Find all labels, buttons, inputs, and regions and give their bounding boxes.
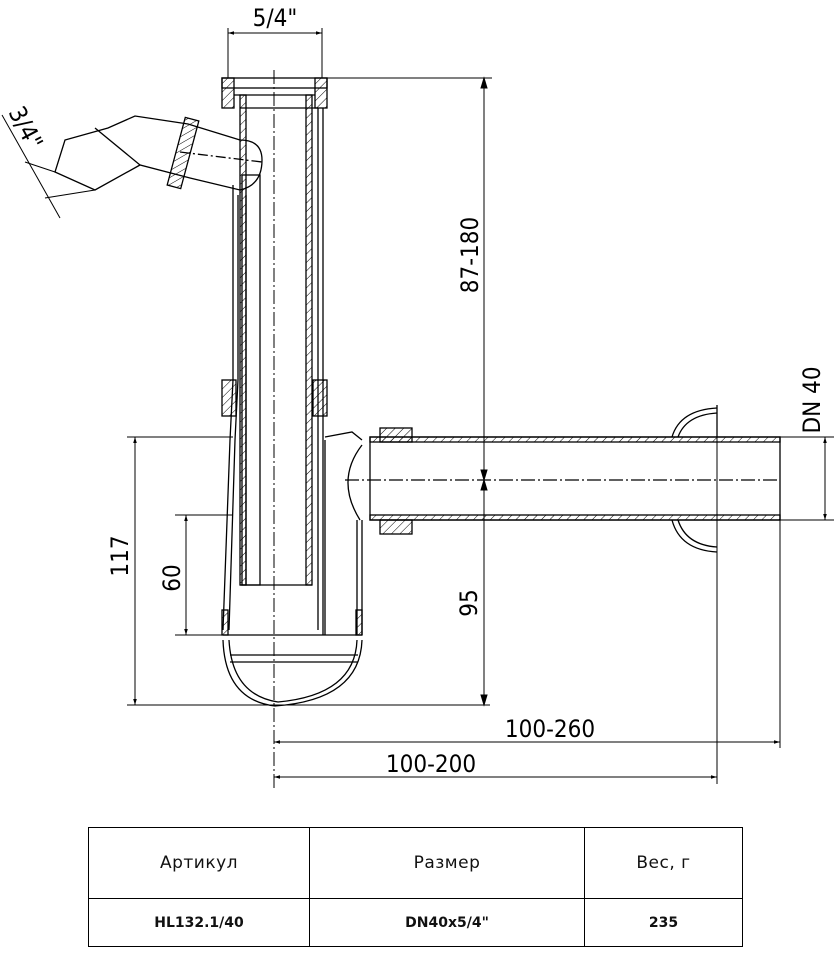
- table-header-row: Артикул Размер Вес, г: [88, 827, 743, 899]
- siphon-technical-drawing: 5/4" 3/4" 87-180 DN 40 117 60 95 100-260…: [1, 4, 834, 790]
- side-inlet: [54, 115, 263, 191]
- wall-escutcheon: [671, 405, 718, 553]
- cell-size: DN40x5/4": [309, 898, 585, 947]
- dim-height-range: 87-180: [456, 217, 484, 293]
- siphon-body: [221, 107, 363, 707]
- dim-total-height: 117: [106, 535, 134, 576]
- dim-outlet-diameter: DN 40: [798, 366, 826, 433]
- outlet-pipe: [345, 427, 781, 535]
- dim-top-thread: 5/4": [253, 4, 298, 32]
- dim-outlet-height: 95: [455, 589, 483, 616]
- dip-tube: [239, 94, 313, 586]
- cell-weight: 235: [584, 898, 743, 947]
- header-article: Артикул: [88, 827, 310, 899]
- header-size: Размер: [309, 827, 585, 899]
- dim-water-seal: 60: [158, 564, 186, 591]
- table-row: HL132.1/40 DN40x5/4" 235: [88, 898, 743, 947]
- dim-length-short: 100-200: [386, 750, 476, 778]
- spec-table: Артикул Размер Вес, г HL132.1/40 DN40x5/…: [88, 827, 743, 947]
- cell-article: HL132.1/40: [88, 898, 310, 947]
- header-weight: Вес, г: [584, 827, 743, 899]
- dim-length-long: 100-260: [505, 715, 595, 743]
